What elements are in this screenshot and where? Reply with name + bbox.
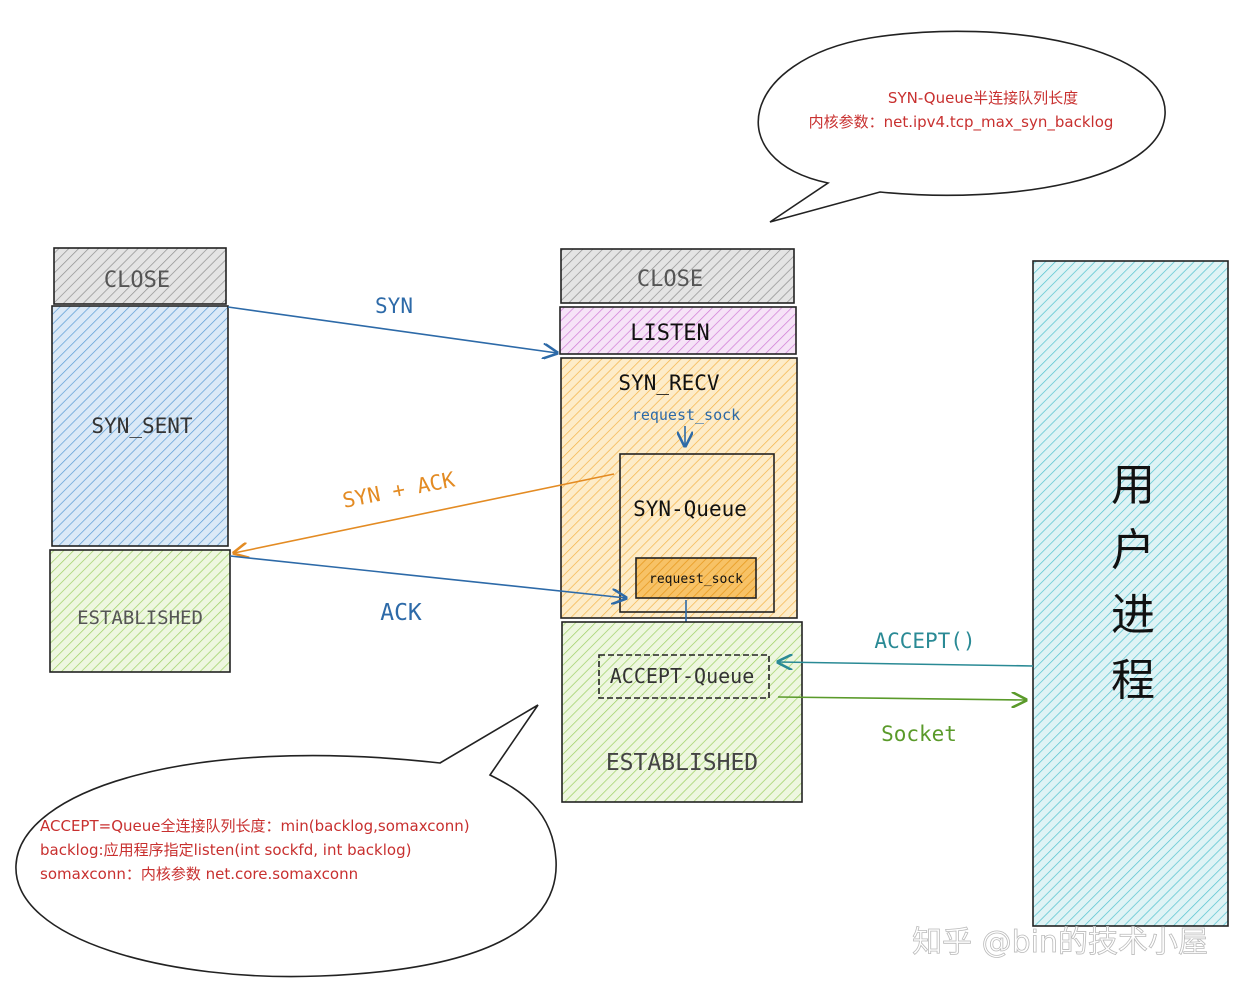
client-close-label: CLOSE — [104, 268, 170, 293]
server-close-label: CLOSE — [637, 267, 703, 292]
client-established-box — [49, 549, 231, 673]
ack-arrow-label: ACK — [380, 600, 422, 626]
syn-arrow: SYN — [227, 294, 557, 353]
client-syn-sent-box — [51, 305, 229, 547]
server-column: CLOSE LISTEN SYN_RECV request_sock SYN-Q… — [559, 248, 803, 803]
user-process-char-3: 进 — [1111, 590, 1155, 641]
syn-ack-arrow-label: SYN + ACK — [341, 467, 458, 512]
accept-queue-note-line2: backlog:应用程序指定listen(int sockfd, int bac… — [40, 841, 411, 859]
client-established-label: ESTABLISHED — [77, 607, 203, 629]
syn-arrow-label: SYN — [375, 294, 413, 318]
syn-queue-note-bubble: SYN-Queue半连接队列长度 内核参数：net.ipv4.tcp_max_s… — [757, 30, 1166, 223]
client-close-box — [53, 247, 227, 305]
ack-arrow: ACK — [229, 555, 626, 626]
request-sock-top-label: request_sock — [632, 406, 740, 424]
server-syn-recv-label: SYN_RECV — [618, 371, 720, 395]
accept-queue-box — [598, 654, 770, 699]
server-established-box — [561, 621, 803, 803]
server-established-label: ESTABLISHED — [606, 750, 758, 776]
syn-queue-note-line1: SYN-Queue半连接队列长度 — [888, 89, 1078, 107]
request-sock-inner-label: request_sock — [649, 572, 743, 587]
accept-queue-note-line3: somaxconn：内核参数 net.core.somaxconn — [40, 865, 358, 883]
accept-arrow-label: ACCEPT() — [874, 629, 975, 653]
user-process-char-1: 用 — [1111, 460, 1155, 511]
server-close-box — [560, 248, 795, 304]
user-process-char-4: 程 — [1111, 655, 1155, 706]
socket-arrow: Socket — [777, 697, 1026, 746]
server-listen-label: LISTEN — [630, 321, 709, 346]
watermark: 知乎 @bin的技术小屋 — [912, 925, 1208, 960]
server-listen-box — [559, 306, 797, 355]
request-sock-inner-box — [635, 557, 757, 599]
syn-queue-label: SYN-Queue — [633, 497, 747, 521]
syn-queue-note-line2: 内核参数：net.ipv4.tcp_max_syn_backlog — [809, 113, 1114, 132]
accept-arrow: ACCEPT() — [778, 629, 1034, 666]
user-process-column: 用 户 进 程 — [1032, 260, 1229, 927]
accept-queue-note-line1: ACCEPT=Queue全连接队列长度：min(backlog,somaxcon… — [40, 817, 470, 835]
syn-ack-arrow: SYN + ACK — [234, 467, 615, 553]
user-process-char-2: 户 — [1111, 525, 1155, 576]
accept-queue-label: ACCEPT-Queue — [610, 664, 755, 688]
accept-queue-note-bubble: ACCEPT=Queue全连接队列长度：min(backlog,somaxcon… — [15, 704, 557, 978]
user-process-box — [1032, 260, 1229, 927]
client-column: CLOSE SYN_SENT ESTABLISHED — [49, 247, 231, 673]
client-syn-sent-label: SYN_SENT — [91, 414, 193, 438]
socket-arrow-label: Socket — [881, 722, 957, 746]
